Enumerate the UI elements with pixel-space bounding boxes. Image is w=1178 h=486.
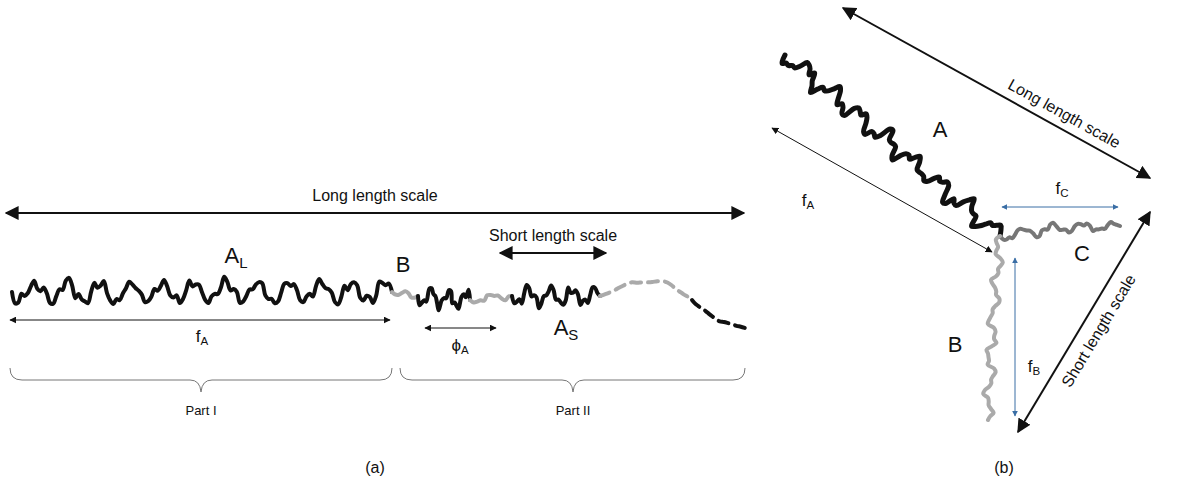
panel-label: (b): [994, 460, 1014, 476]
polymer-chain: [12, 277, 392, 305]
short-scale-arrow: [1018, 212, 1150, 432]
dimension-arrow: [1015, 258, 1016, 416]
polymer-chain: [1000, 222, 1120, 240]
long-scale-arrow: [6, 212, 744, 214]
fraction-label: ϕA: [451, 337, 468, 357]
fraction-label: fA: [802, 192, 814, 212]
block-label: A: [933, 119, 948, 141]
panel-label: (a): [365, 460, 385, 476]
long-scale-arrow: [843, 8, 1150, 178]
scale-label: Long length scale: [312, 188, 437, 204]
block-label: B: [948, 334, 963, 356]
short-scale-arrow: [500, 252, 606, 254]
dimension-arrow: [10, 320, 390, 321]
block-label: C: [1074, 243, 1090, 265]
fraction-label: fA: [196, 328, 208, 348]
fraction-label: fC: [1055, 180, 1068, 200]
block-label: AL: [224, 245, 247, 270]
bracket: [400, 368, 745, 392]
scale-label: Long length scale: [1005, 77, 1122, 152]
polymer-chain: [418, 288, 470, 310]
dimension-arrow: [772, 128, 992, 252]
polymer-chain: [983, 236, 1003, 420]
dimension-arrow: [425, 328, 496, 329]
polymer-chain: [470, 295, 512, 303]
part-label: Part II: [556, 404, 591, 417]
polymer-chain: [392, 291, 418, 297]
scale-label: Short length scale: [1059, 272, 1139, 390]
fraction-label: fB: [1028, 358, 1040, 378]
dimension-arrow: [1002, 207, 1118, 208]
block-label: AS: [554, 317, 579, 342]
bracket: [10, 368, 392, 392]
polymer-chain: [512, 285, 600, 308]
polymer-chain: [782, 55, 1001, 236]
part-label: Part I: [185, 404, 216, 417]
block-label: B: [396, 254, 411, 276]
polymer-chain: [600, 281, 692, 300]
polymer-chain: [692, 300, 745, 328]
scale-label: Short length scale: [489, 228, 617, 244]
